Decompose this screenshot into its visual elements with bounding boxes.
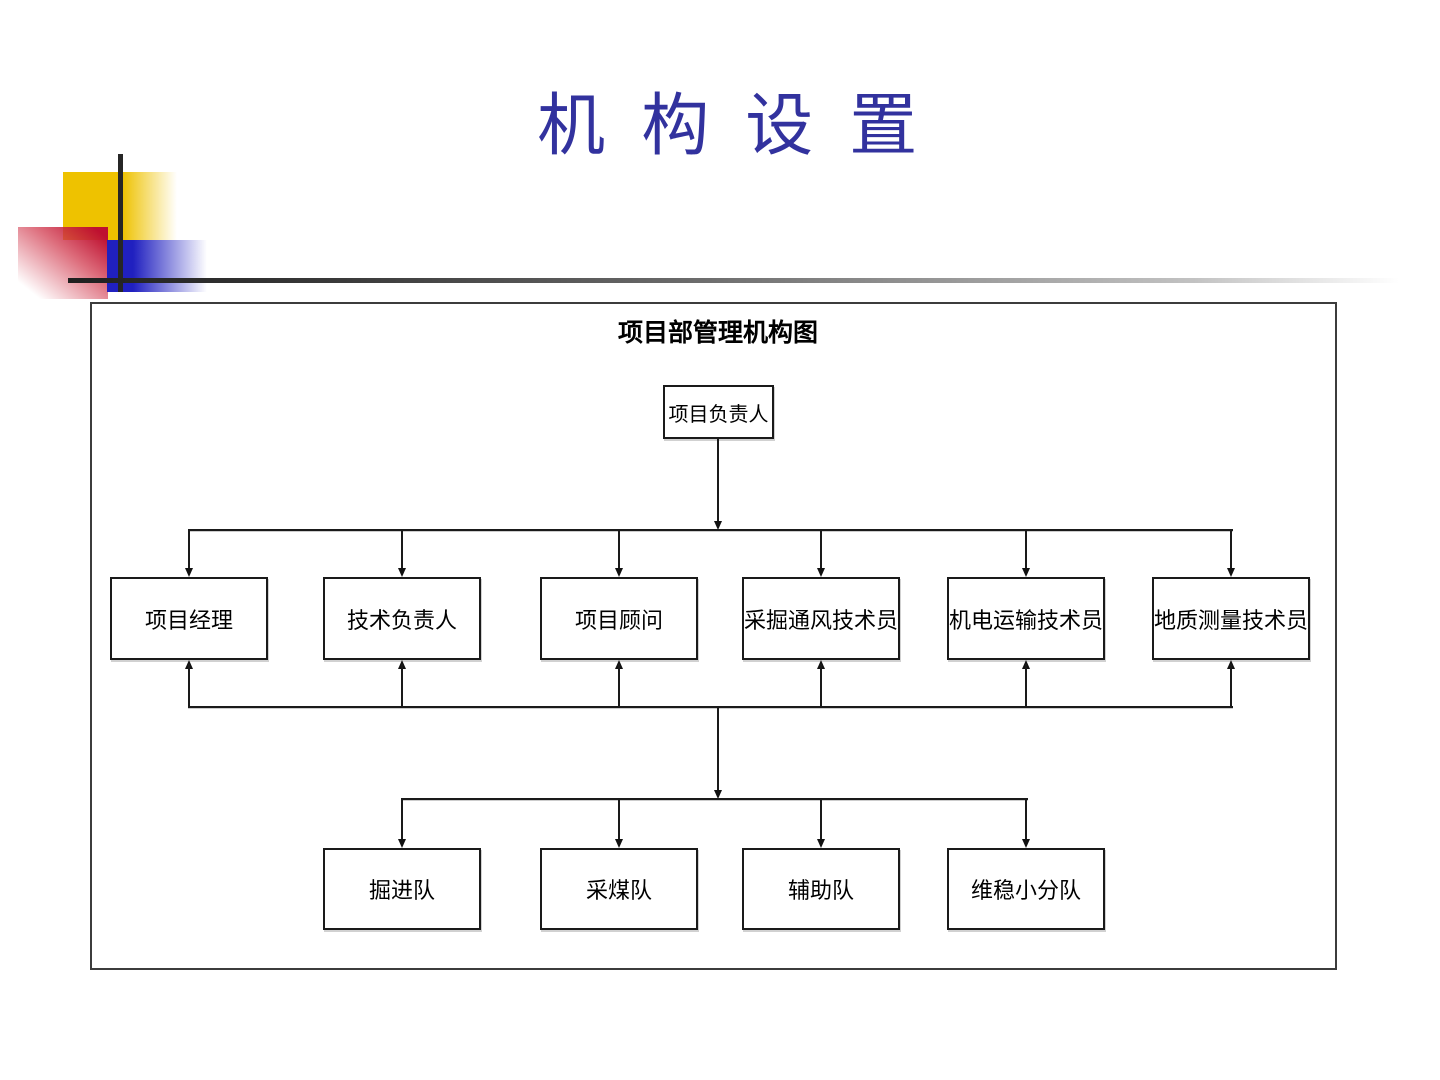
connector-riser-6 [1230,664,1232,708]
connector-drop-l2-5 [1025,531,1027,571]
org-node-project-consultant: 项目顾问 [540,577,698,660]
org-node-project-manager: 项目经理 [110,577,268,660]
connector-collector-line [188,706,1233,708]
decor-vertical-line [118,154,123,292]
decor-blue-square [107,240,207,292]
arrowhead-center-junction [714,790,722,799]
arrowhead-l2-5 [1022,568,1030,577]
connector-drop-l3-1 [401,800,403,841]
connector-level3-distribution-line [401,798,1028,800]
connector-drop-l3-2 [618,800,620,841]
arrowhead-l2-2 [398,568,406,577]
org-node-tunneling-team: 掘进队 [323,848,481,930]
connector-drop-l3-3 [820,800,822,841]
connector-riser-2 [401,664,403,708]
org-node-geological-survey-tech: 地质测量技术员 [1152,577,1310,660]
connector-drop-l2-2 [401,531,403,571]
arrowhead-l2-4 [817,568,825,577]
arrowhead-root-junction [714,521,722,530]
arrowhead-l3-1 [398,839,406,848]
decor-horizontal-rule [68,278,1440,283]
connector-level2-distribution-line [188,529,1233,531]
connector-drop-l3-4 [1025,800,1027,841]
arrowhead-l2-1 [185,568,193,577]
connector-riser-4 [820,664,822,708]
org-node-coal-mining-team: 采煤队 [540,848,698,930]
org-node-electromech-transport-tech: 机电运输技术员 [947,577,1105,660]
org-node-technical-leader: 技术负责人 [323,577,481,660]
org-node-project-leader: 项目负责人 [663,385,774,439]
org-node-stability-squad: 维稳小分队 [947,848,1105,930]
arrowhead-l2-3 [615,568,623,577]
arrowhead-l3-3 [817,839,825,848]
connector-drop-l2-1 [188,531,190,571]
org-node-auxiliary-team: 辅助队 [742,848,900,930]
org-node-mining-ventilation-tech: 采掘通风技术员 [742,577,900,660]
connector-drop-l2-6 [1230,531,1232,571]
arrowhead-l3-4 [1022,839,1030,848]
decor-red-square [18,227,108,299]
connector-drop-l2-3 [618,531,620,571]
connector-root-drop [717,438,719,524]
arrowhead-l2-6 [1227,568,1235,577]
arrowhead-l3-2 [615,839,623,848]
connector-riser-1 [188,664,190,708]
orgchart-title: 项目部管理机构图 [617,319,818,347]
connector-center-drop [717,708,719,793]
slide-title: 机 构 设 置 [537,88,927,164]
connector-riser-5 [1025,664,1027,708]
connector-riser-3 [618,664,620,708]
connector-drop-l2-4 [820,531,822,571]
